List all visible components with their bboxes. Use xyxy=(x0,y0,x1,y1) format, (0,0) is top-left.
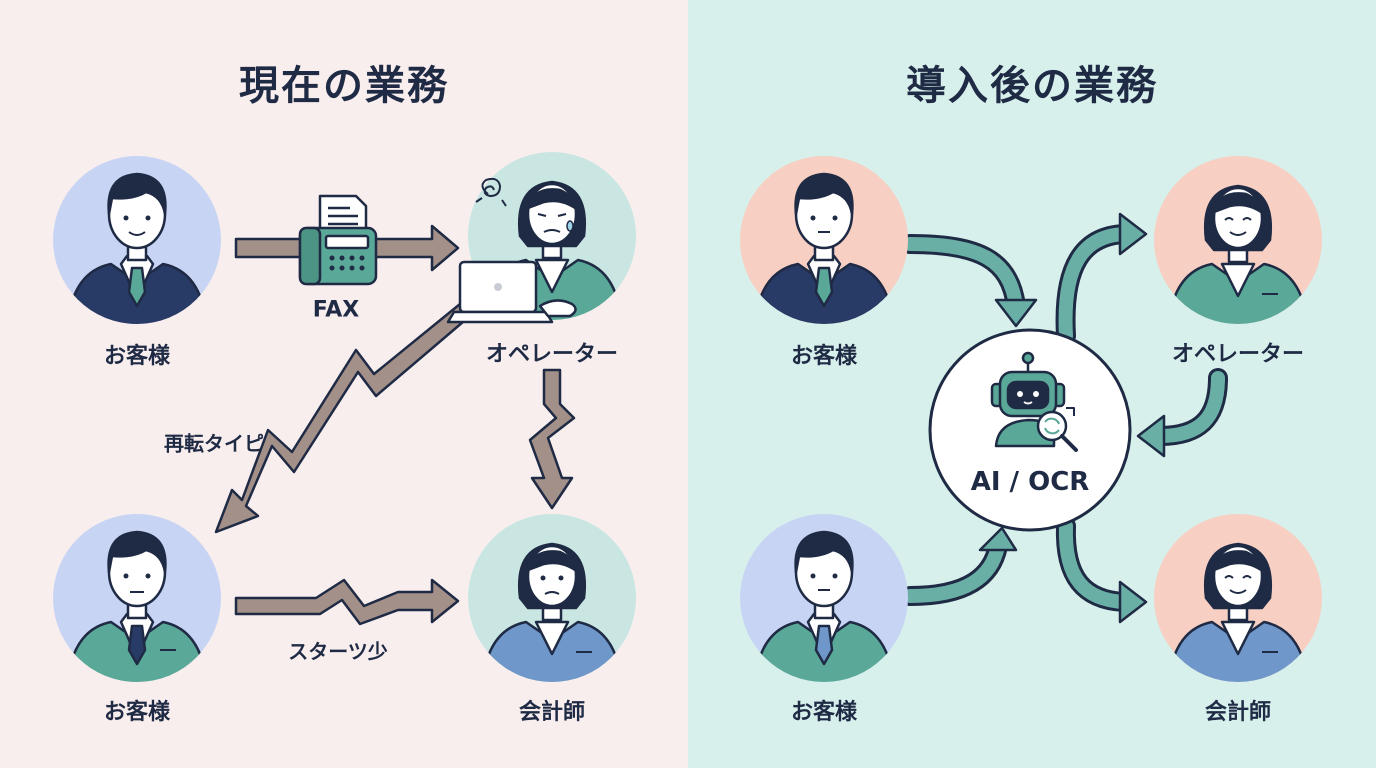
ai-to-accountant-arrow xyxy=(1055,516,1148,624)
ai-robot-icon xyxy=(990,351,1078,452)
after-accountant-label: 会計師 xyxy=(1204,700,1272,725)
after-customer-top-label: お客様 xyxy=(790,344,858,369)
few-staff-zigzag-arrow xyxy=(234,578,460,626)
operator-avatar-stressed xyxy=(446,152,636,324)
customer-bottom-avatar xyxy=(53,514,221,682)
accountant-avatar-worried xyxy=(468,514,636,682)
after-operator-avatar xyxy=(1154,156,1322,324)
after-customer-top-avatar xyxy=(740,156,908,324)
customer-top-avatar xyxy=(53,156,221,324)
after-accountant-avatar xyxy=(1154,514,1322,682)
before-operator-label: オペレーター xyxy=(485,342,619,367)
operator-to-ai-arrow xyxy=(1136,368,1228,458)
after-customer-bottom-label: お客様 xyxy=(790,700,858,725)
before-title: 現在の業務 xyxy=(239,63,449,109)
ai-ocr-hub-label: AI / OCR xyxy=(970,467,1090,497)
after-operator-label: オペレーター xyxy=(1171,342,1305,367)
laptop-icon xyxy=(446,260,577,324)
operator-to-accountant-zigzag-arrow xyxy=(528,368,576,510)
after-arrows xyxy=(900,212,1228,624)
fax-machine-icon xyxy=(298,194,378,286)
few-staff-label: スターツ少 xyxy=(288,639,388,664)
before-customer-bottom-label: お客様 xyxy=(103,700,171,725)
after-customer-bottom-avatar xyxy=(740,514,908,682)
ai-to-operator-arrow xyxy=(1055,212,1148,346)
customer-to-ai-arrow xyxy=(900,234,1038,328)
customer-bottom-to-ai-arrow xyxy=(900,526,1018,606)
ai-ocr-hub xyxy=(928,328,1132,532)
before-customer-top-label: お客様 xyxy=(103,344,171,369)
fax-label: FAX xyxy=(312,297,360,323)
magnifier-icon xyxy=(1036,407,1078,452)
after-title: 導入後の業務 xyxy=(906,63,1158,109)
stress-scribble-icon xyxy=(475,177,507,207)
retype-label: 再転タイピ xyxy=(164,431,264,456)
retype-zigzag-arrow xyxy=(214,302,472,534)
before-accountant-label: 会計師 xyxy=(518,700,586,725)
